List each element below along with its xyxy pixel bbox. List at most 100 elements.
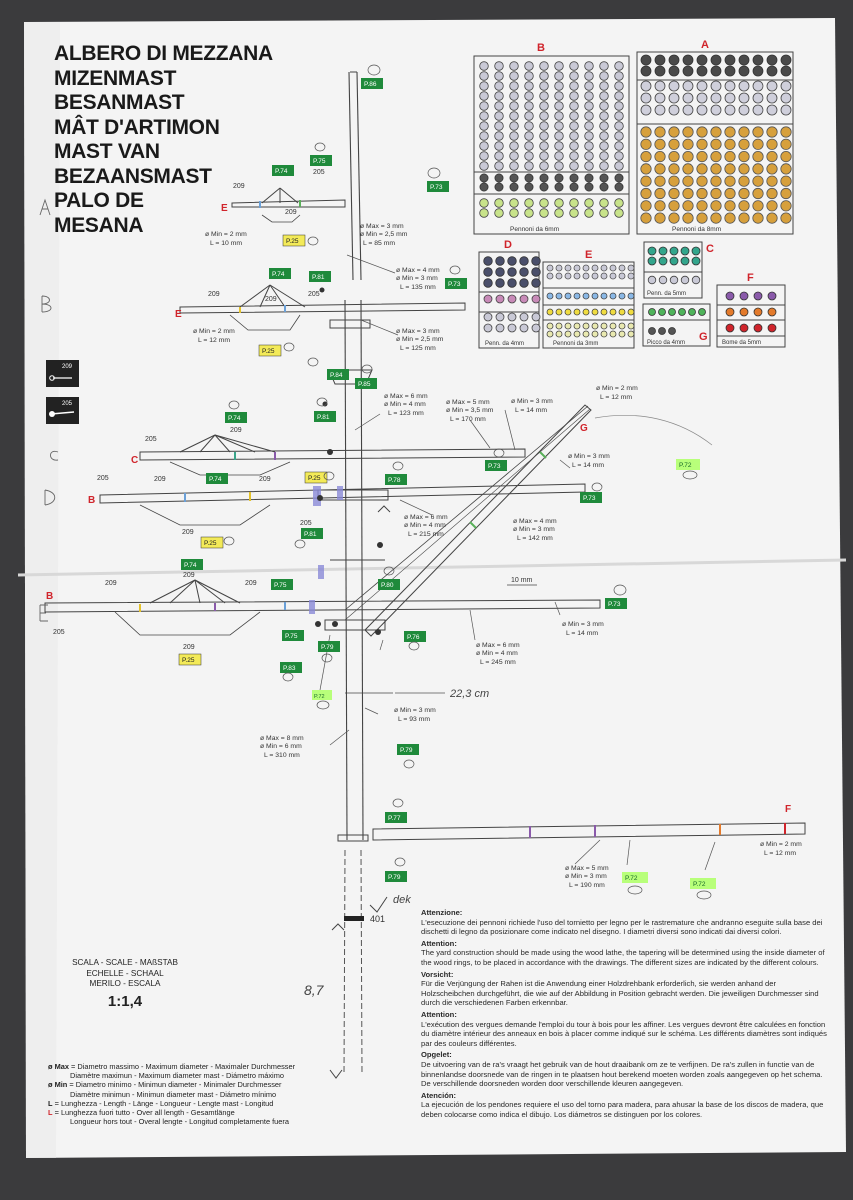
ring-disc: [609, 330, 617, 338]
yard-letter-b1: B: [88, 495, 95, 506]
ring-disc: [682, 138, 694, 150]
dimension-note: ø Max = 5 mmø Min = 3,5 mmL = 170 mm: [446, 399, 494, 423]
ring-panel-a-letter: A: [701, 39, 709, 51]
ring-disc: [554, 208, 564, 218]
ring-disc: [614, 151, 624, 161]
ring-disc: [752, 65, 764, 77]
ring-disc: [614, 198, 624, 208]
svg-text:ø Max = 6 mm: ø Max = 6 mm: [476, 642, 520, 649]
ring-disc: [654, 65, 666, 77]
ring-disc: [766, 200, 778, 212]
ring-disc: [640, 80, 652, 92]
ring-disc: [724, 200, 736, 212]
page-ref-p72: P.72: [693, 881, 706, 888]
ring-disc: [509, 131, 519, 141]
part-numbers: 209 209 205 209 205 209 209 205 209 209 …: [53, 169, 385, 924]
dimension-note: ø Max = 3 mmø Min = 2,5 mmL = 125 mm: [396, 328, 444, 352]
ring-disc: [599, 111, 609, 121]
ring-disc: [494, 131, 504, 141]
ring-disc: [539, 81, 549, 91]
ring-disc: [599, 61, 609, 71]
ring-disc: [569, 71, 579, 81]
ring-disc: [738, 54, 750, 66]
ring-disc: [640, 104, 652, 116]
ring-disc: [738, 80, 750, 92]
ring-disc: [668, 104, 680, 116]
ring-disc: [738, 151, 750, 163]
page-ref-p73: P.73: [608, 601, 621, 608]
ring-disc: [569, 182, 579, 192]
ring-disc: [584, 151, 594, 161]
ring-disc: [780, 187, 792, 200]
mast-hardware: [309, 486, 343, 614]
ring-disc: [555, 292, 563, 300]
svg-text:ø Min = 3,5 mm: ø Min = 3,5 mm: [446, 407, 494, 414]
svg-text:ø Min = 4 mm: ø Min = 4 mm: [384, 401, 426, 408]
attention-text: La ejecución de los pendones requiere el…: [421, 1100, 824, 1119]
ring-disc: [682, 65, 694, 77]
ring-disc: [479, 111, 489, 121]
ring-disc: [668, 138, 680, 150]
ring-panel-e-letter: E: [585, 249, 592, 261]
page-ref-p72: P.72: [314, 694, 325, 700]
ring-disc: [483, 312, 493, 322]
page-ref-p76: P.76: [407, 634, 420, 641]
attention-heading: Attenzione:: [421, 908, 463, 917]
ring-disc: [600, 330, 608, 338]
ring-disc: [555, 308, 563, 316]
page-ref-p81: P.81: [312, 274, 325, 281]
ring-disc: [738, 92, 750, 104]
ring-disc: [584, 198, 594, 208]
part-number-209: 209: [183, 572, 195, 579]
part-number-205: 205: [300, 520, 312, 527]
ring-disc: [539, 161, 549, 171]
page-ref-p77: P.77: [388, 815, 401, 822]
attention-heading: Atención:: [421, 1090, 457, 1100]
ring-disc: [654, 151, 666, 163]
ring-disc: [479, 121, 489, 131]
ring-disc: [669, 275, 679, 285]
ring-disc: [582, 308, 590, 316]
ring-disc: [569, 61, 579, 71]
ring-disc: [479, 198, 489, 208]
ring-disc: [509, 61, 519, 71]
ring-disc: [766, 126, 778, 138]
svg-text:L = 85 mm: L = 85 mm: [363, 240, 395, 247]
ring-disc: [680, 275, 690, 285]
ring-disc: [495, 278, 505, 288]
legend-text: = Lunghezza fuori tutto - Over all lengt…: [54, 1108, 235, 1118]
ring-disc: [495, 256, 505, 266]
ring-disc: [658, 308, 666, 316]
ring-disc: [509, 173, 519, 183]
page-ref-p81: P.81: [304, 531, 317, 538]
svg-text:ø Max = 3 mm: ø Max = 3 mm: [396, 328, 440, 335]
ring-disc: [524, 141, 534, 151]
ring-disc: [599, 151, 609, 161]
svg-text:L = 245 mm: L = 245 mm: [480, 659, 516, 666]
ring-disc: [753, 307, 763, 317]
ring-disc: [555, 272, 563, 280]
handwritten-height-note: 8,7: [304, 982, 325, 998]
ring-disc: [569, 161, 579, 171]
svg-text:ø Min = 3 mm: ø Min = 3 mm: [568, 453, 610, 460]
ring-disc: [696, 175, 708, 187]
ring-disc: [509, 81, 519, 91]
ring-disc: [584, 182, 594, 192]
ring-disc: [599, 161, 609, 171]
attention-heading: Attention:: [421, 1009, 457, 1019]
ring-disc: [573, 264, 581, 272]
ring-panel-a: A Pennoni da 8mm: [636, 39, 794, 235]
ring-disc: [614, 131, 624, 141]
ring-disc: [766, 163, 778, 175]
page-ref-p81: P.81: [317, 414, 330, 421]
ring-disc: [519, 312, 529, 322]
page-ref-p86: P.86: [364, 81, 377, 88]
ring-disc: [682, 212, 694, 224]
ring-disc: [780, 175, 792, 187]
ring-disc: [640, 175, 652, 187]
part-icon-205-label: 205: [62, 401, 73, 407]
ring-disc: [724, 65, 736, 77]
ring-disc: [640, 187, 652, 200]
svg-text:ø Max = 5 mm: ø Max = 5 mm: [446, 399, 490, 406]
ring-disc: [668, 163, 680, 175]
